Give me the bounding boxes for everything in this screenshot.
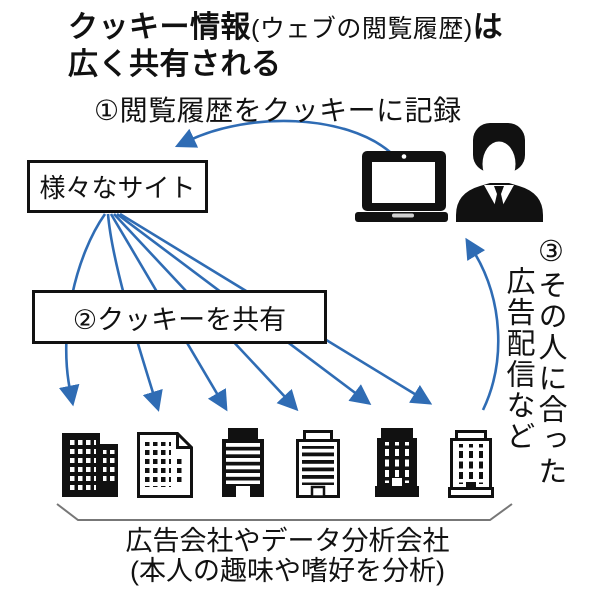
ad-delivery-arrow	[465, 237, 500, 411]
office-building-icon	[448, 430, 494, 498]
title-main: クッキー情報	[68, 11, 251, 44]
office-building-icon	[375, 428, 419, 497]
record-history-arrow	[174, 119, 391, 153]
title-line2: 広く共有される	[68, 48, 282, 81]
sites-box: 様々なサイト	[27, 160, 208, 213]
office-building-icon	[62, 433, 118, 497]
step2-share-box: ②クッキーを共有	[32, 290, 327, 344]
sites-box-label: 様々なサイト	[39, 173, 196, 203]
step2-box-label: ②クッキーを共有	[72, 304, 287, 335]
laptop-icon	[355, 151, 448, 222]
office-building-icon	[296, 430, 340, 498]
step3-label-line1: ③その人に合った	[534, 234, 566, 487]
businessman-icon	[456, 123, 543, 222]
office-building-icon	[137, 432, 193, 498]
title-paren: (ウェブの閲覧履歴)	[251, 15, 473, 43]
step3-label-line2: 広告配信など	[502, 266, 534, 452]
page-title: クッキー情報(ウェブの閲覧履歴)は 広く共有される	[68, 10, 503, 82]
title-suffix: は	[472, 11, 504, 44]
companies-caption-line1: 広告会社やデータ分析会社	[125, 526, 450, 556]
brace-underline	[56, 503, 513, 521]
companies-caption-line2: (本人の趣味や嗜好を分析)	[130, 556, 445, 586]
office-building-icon	[222, 428, 264, 497]
step1-label: ①閲覧履歴をクッキーに記録	[94, 95, 462, 126]
companies-caption: 広告会社やデータ分析会社 (本人の趣味や嗜好を分析)	[40, 526, 535, 586]
